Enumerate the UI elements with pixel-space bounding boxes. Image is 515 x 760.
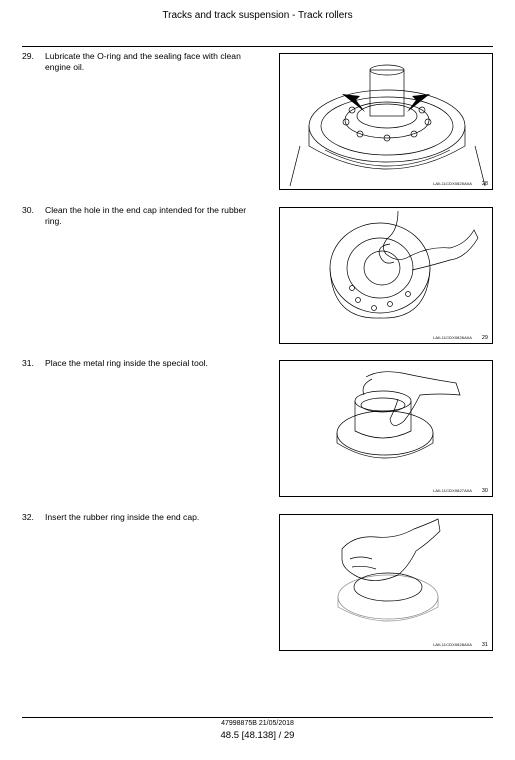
figure-code: LAIL11CDX0827A0A [433,488,472,493]
page-header-title: Tracks and track suspension - Track roll… [162,10,353,21]
figure-28: LAIL11CDX0825A0A 28 [279,53,493,190]
figure-29: LAIL11CDX0826A0A 29 [279,207,493,344]
figure-31: LAIL11CDX0828A0A 31 [279,514,493,651]
step-text: Place the metal ring inside the special … [45,358,208,368]
metal-ring-tool-illustration [336,371,461,459]
footer-divider [22,717,493,718]
end-cap-cleaning-illustration [329,210,479,319]
step-number: 30. [22,205,34,215]
step-text: Insert the rubber ring inside the end ca… [45,512,200,522]
step-text: Clean the hole in the end cap intended f… [45,205,247,226]
header-divider [22,46,493,47]
hub-oring-illustration [289,64,486,187]
step-number: 31. [22,358,34,368]
figure-code: LAIL11CDX0826A0A [433,335,472,340]
step-number: 32. [22,512,34,522]
rubber-ring-insertion-illustration [337,518,441,622]
arrow-left-icon [342,94,365,112]
step-number: 29. [22,51,34,61]
footer-page-number: 48.5 [48.138] / 29 [220,730,295,741]
figure-number: 31 [481,642,488,648]
figure-code: LAIL11CDX0825A0A [433,181,472,186]
figure-number: 28 [481,181,488,187]
figure-number: 30 [481,488,488,494]
footer-doc-ref: 47998875B 21/05/2018 [221,720,294,727]
figure-number: 29 [481,335,488,341]
figure-code: LAIL11CDX0828A0A [433,642,472,647]
figure-30: LAIL11CDX0827A0A 30 [279,360,493,497]
step-text: Lubricate the O-ring and the sealing fac… [45,51,241,72]
arrow-right-icon [407,94,430,112]
